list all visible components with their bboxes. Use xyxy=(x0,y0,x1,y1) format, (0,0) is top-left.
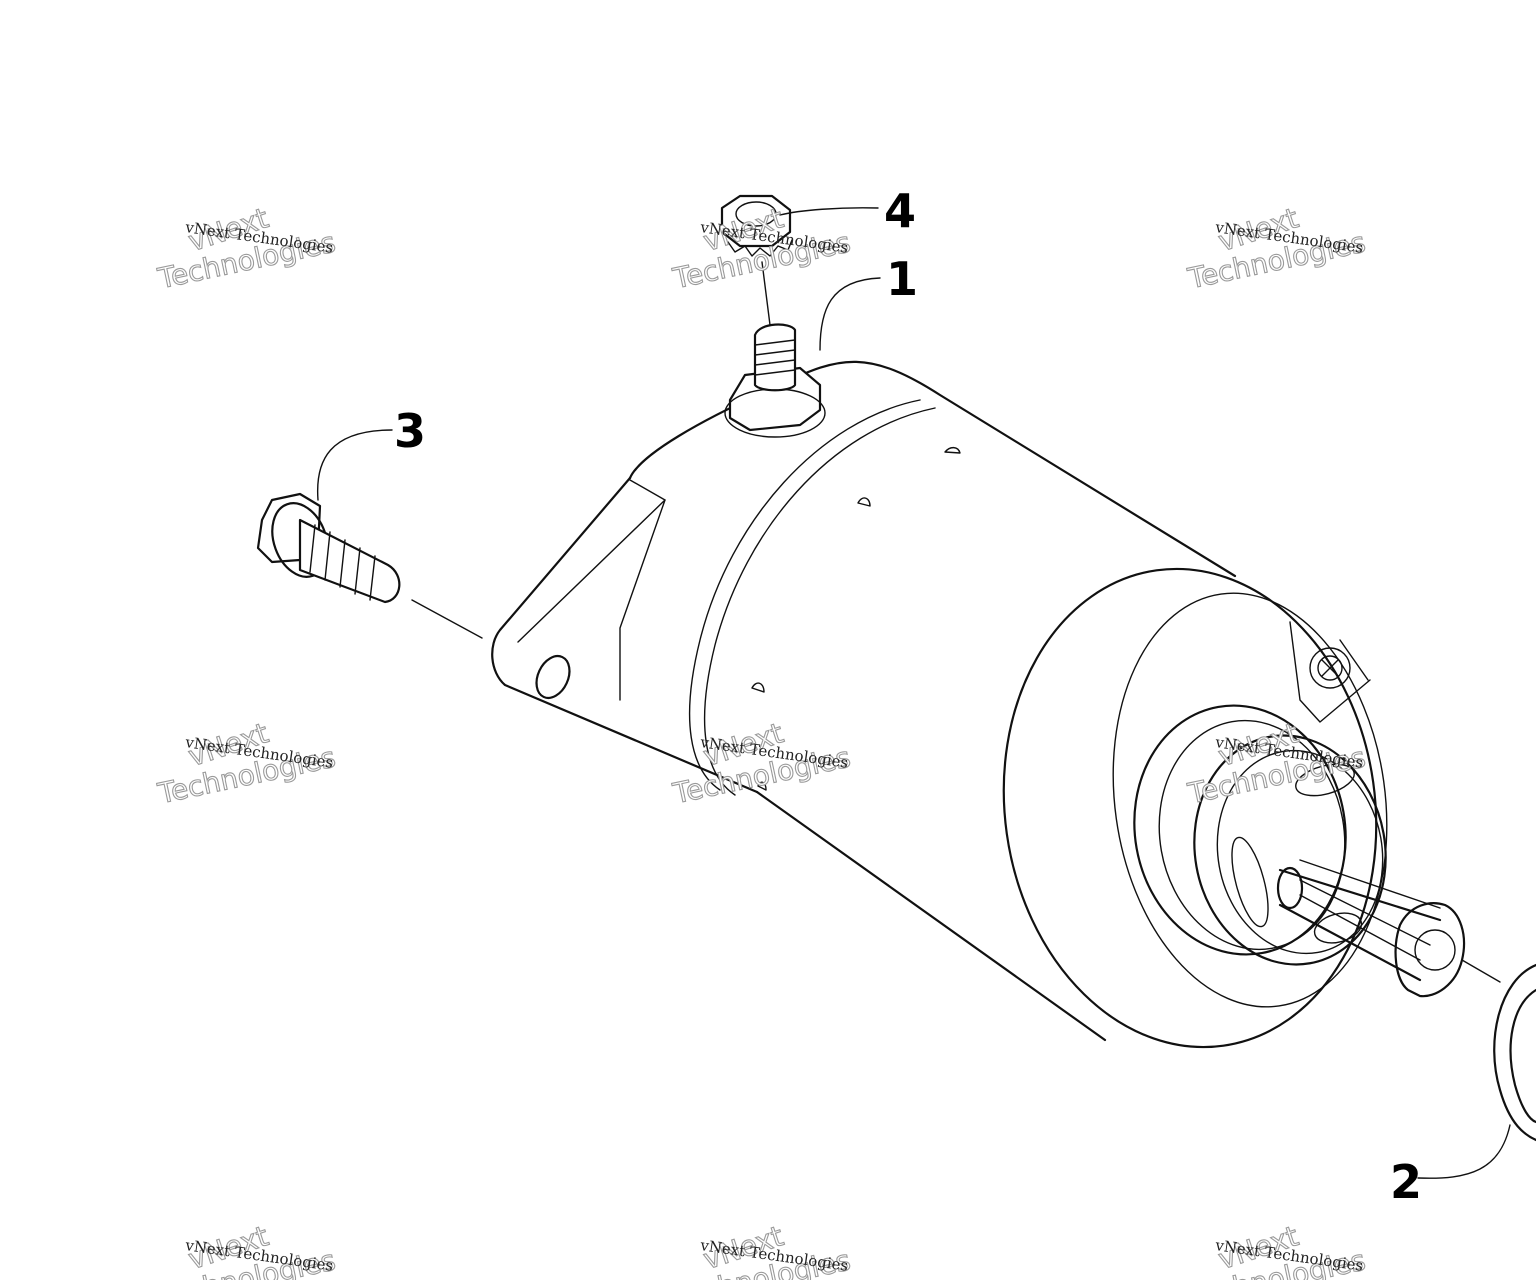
watermark-8: vNext Technologies vNext Technologies xyxy=(669,1219,854,1280)
watermark-1: vNext Technologies vNext Technologies xyxy=(154,201,339,296)
callout-1: 1 xyxy=(886,252,918,306)
watermark-4: vNext Technologies vNext Technologies xyxy=(154,716,339,811)
callout-2: 2 xyxy=(1390,1155,1422,1209)
o-ring-part-2 xyxy=(1461,959,1536,1142)
callout-4: 4 xyxy=(884,184,916,238)
terminal-stud xyxy=(724,323,826,438)
starter-motor xyxy=(491,360,1466,1049)
watermark-7: vNext Technologies vNext Technologies xyxy=(154,1219,339,1280)
callout-leaders xyxy=(316,207,1511,1179)
nut-part-4 xyxy=(720,194,793,326)
watermark-3: vNext Technologies vNext Technologies xyxy=(1184,201,1369,296)
watermark-9: vNext Technologies vNext Technologies xyxy=(1184,1219,1369,1280)
watermark-2: vNext Technologies vNext Technologies xyxy=(669,201,854,296)
callout-3: 3 xyxy=(394,404,426,458)
bolt-part-3 xyxy=(256,492,483,639)
